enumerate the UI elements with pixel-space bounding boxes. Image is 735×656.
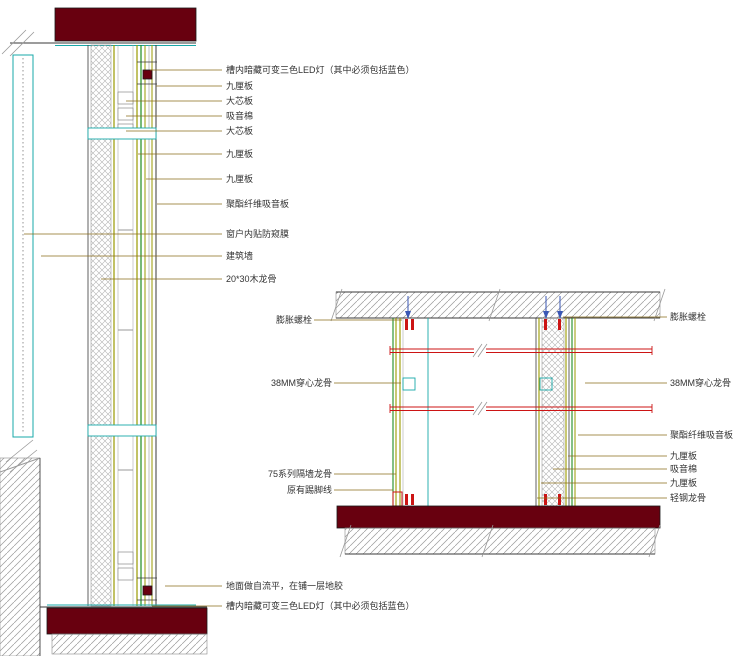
label-9mm-board-1: 九厘板: [226, 80, 253, 91]
label-floor-leveling: 地面做自流平，在铺一层地胶: [226, 580, 343, 591]
label-light-steel-keel: 轻钢龙骨: [670, 492, 706, 503]
floor-hatched: [51, 633, 208, 655]
plan-left-labels: 膨胀螺栓 38MM穿心龙骨 75系列隔墙龙骨 原有踢脚线: [268, 314, 332, 495]
acoustic-cotton-crosshatch: [541, 317, 565, 507]
floor-slab: [46, 607, 208, 635]
label-blockboard-1: 大芯板: [226, 95, 253, 106]
label-38mm-keel-left: 38MM穿心龙骨: [271, 377, 332, 388]
ceiling-slab: [54, 7, 197, 42]
label-acoustic-cotton-plan: 吸音棉: [670, 463, 697, 474]
label-existing-skirting: 原有踢脚线: [287, 484, 332, 495]
existing-wall-top: [330, 288, 666, 322]
plan-right-leaders: [537, 316, 667, 499]
partition-right-stud: [535, 317, 576, 507]
led-groove-top: [137, 61, 157, 85]
blocking-piece: [117, 107, 134, 121]
left-section-labels: 槽内暗藏可变三色LED灯（其中必须包括蓝色） 九厘板 大芯板 吸音棉 大芯板 九…: [226, 64, 415, 611]
insulation-crosshatch: [90, 44, 112, 607]
window-frame: [12, 54, 34, 438]
cyan-blocking-band: [87, 127, 157, 140]
partition-left-stud: [392, 318, 429, 507]
break-marks: [339, 524, 661, 558]
label-38mm-keel-right: 38MM穿心龙骨: [670, 377, 731, 388]
label-building-wall: 建筑墙: [226, 250, 253, 261]
finished-floor-band: [336, 505, 661, 529]
blocking-piece: [117, 91, 134, 105]
cyan-blocking-band: [87, 424, 157, 437]
led-groove-bottom: [137, 577, 157, 601]
left-section-leaders: [24, 69, 222, 607]
skirting-existing: [392, 491, 403, 507]
blocking-piece: [117, 551, 134, 565]
label-polyester-panel-plan: 聚酯纤维吸音板: [670, 429, 733, 440]
label-75-series-keel: 75系列隔墙龙骨: [268, 468, 332, 479]
label-led-groove-top: 槽内暗藏可变三色LED灯（其中必须包括蓝色）: [226, 64, 415, 75]
label-blockboard-2: 大芯板: [226, 125, 253, 136]
partition-plan-section: 膨胀螺栓 38MM穿心龙骨 75系列隔墙龙骨 原有踢脚线 膨胀螺栓 38MM穿心…: [268, 288, 733, 558]
label-9mm-board-plan-1: 九厘板: [670, 450, 697, 461]
window: [1, 29, 38, 473]
wall-assembly: [87, 44, 157, 607]
left-wall-section: 槽内暗藏可变三色LED灯（其中必须包括蓝色） 九厘板 大芯板 吸音棉 大芯板 九…: [0, 7, 415, 656]
label-expansion-bolt-left: 膨胀螺栓: [276, 314, 312, 325]
building-wall-hatched: [0, 457, 41, 656]
label-9mm-board-plan-2: 九厘板: [670, 477, 697, 488]
label-polyester-panel: 聚酯纤维吸音板: [226, 198, 289, 209]
label-9mm-board-3: 九厘板: [226, 173, 253, 184]
label-privacy-film: 窗户内贴防窥膜: [226, 228, 289, 239]
keel-cross-section: [539, 377, 553, 391]
through-keel-lines: [389, 343, 653, 416]
label-expansion-bolt-right: 膨胀螺栓: [670, 311, 706, 322]
break-marks: [472, 401, 488, 416]
expansion-bolt-arrows-top: [405, 296, 563, 319]
existing-wall-bottom: [339, 524, 661, 558]
plan-left-leaders: [314, 319, 402, 491]
break-marks: [472, 343, 488, 358]
plan-right-labels: 膨胀螺栓 38MM穿心龙骨 聚酯纤维吸音板 九厘板 吸音棉 九厘板 轻钢龙骨: [670, 311, 733, 503]
break-marks: [330, 288, 666, 322]
label-acoustic-cotton: 吸音棉: [226, 110, 253, 121]
keel-cross-section: [402, 377, 416, 391]
label-led-groove-bottom: 槽内暗藏可变三色LED灯（其中必须包括蓝色）: [226, 600, 415, 611]
blocking-piece: [117, 567, 134, 581]
label-wood-keel: 20*30木龙骨: [226, 273, 277, 284]
label-9mm-board-2: 九厘板: [226, 148, 253, 159]
